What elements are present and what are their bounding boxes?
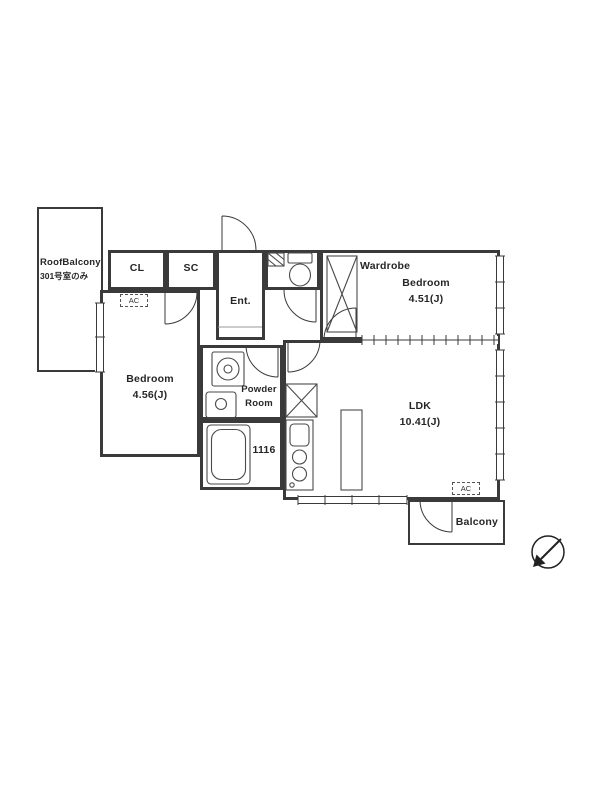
bedroom-second-label: Bedroom 4.56(J): [103, 372, 197, 404]
bath-size-label: 1116: [252, 444, 276, 456]
roof-balcony-name: RoofBalcony: [40, 257, 101, 268]
room-toilet: [265, 250, 320, 290]
ldk-size: 10.41(J): [399, 415, 441, 428]
room-sc-closet: [166, 250, 216, 290]
bedroom-main-size: 4.51(J): [408, 292, 444, 305]
room-roof-balcony: [37, 207, 103, 372]
powder-room-name-1: Powder: [241, 384, 277, 395]
ac-unit-bedroom: AC: [120, 294, 148, 307]
north-arrow-icon: [531, 535, 565, 569]
roof-balcony-note: 301号室のみ: [40, 271, 89, 282]
powder-room-name-2: Room: [245, 398, 273, 410]
bedroom-second-name: Bedroom: [126, 373, 174, 385]
roof-balcony-label: RoofBalcony 301号室のみ: [40, 256, 102, 283]
entrance-label: Ent.: [230, 295, 251, 307]
wardrobe-label: Wardrobe: [360, 260, 411, 272]
sc-label: SC: [183, 262, 199, 274]
bedroom-second-size: 4.56(J): [132, 388, 168, 401]
entrance-door: [221, 215, 257, 251]
balcony-label: Balcony: [455, 516, 498, 528]
cl-label: CL: [129, 262, 145, 274]
room-cl-closet: [108, 250, 166, 290]
ldk-name: LDK: [408, 400, 432, 412]
bedroom-main-label: Bedroom 4.51(J): [357, 276, 495, 308]
room-entrance: [216, 250, 265, 340]
ac-unit-ldk: AC: [452, 482, 480, 495]
bedroom-main-name: Bedroom: [402, 277, 450, 289]
powder-room-label: Powder Room: [238, 383, 280, 412]
toilet-door: [283, 289, 317, 323]
ldk-label: LDK 10.41(J): [348, 399, 492, 431]
